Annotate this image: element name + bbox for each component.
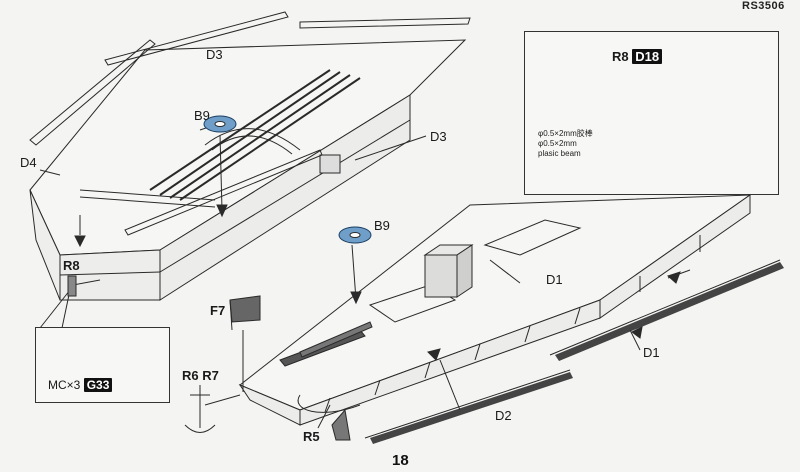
inset-rod-text: MC×3 [48,378,81,392]
inset-rod-label: MC×3 G33 [48,378,113,392]
label-r6r7: R6 R7 [182,368,219,383]
inset-badge: D18 [632,49,663,64]
catwalk-rails [29,11,471,236]
main-hull [238,194,752,426]
inset-rod-badge: G33 [83,378,113,392]
r6r7-anchor-part [184,385,216,433]
label-r5: R5 [303,429,320,444]
inset-note-line1: φ0.5×2mm胶棒 [538,129,593,138]
rail-strips [364,259,784,444]
label-d1-right: D1 [643,345,660,360]
label-b9-mid: B9 [374,218,390,233]
label-d4: D4 [20,155,37,170]
label-r8-left: R8 [63,258,80,273]
inset-part-label: R8 D18 [612,49,663,64]
r5-part [331,408,351,441]
label-d3-right: D3 [430,129,447,144]
label-b9-top: B9 [194,108,210,123]
inset-note-line3: plasic beam [538,149,581,158]
r8-small-part [67,275,77,297]
label-d2: D2 [495,408,512,423]
inset-note-line2: φ0.5×2mm [538,139,577,148]
leader-lines [39,119,691,429]
header-code: RS3506 [742,0,785,12]
direction-arrows [74,204,681,361]
label-d3-top: D3 [206,47,223,62]
label-d1-mid: D1 [546,272,563,287]
f7-flag-part [229,295,261,331]
b9-highlight-parts [203,115,372,244]
label-f7: F7 [210,303,226,318]
inset-note: φ0.5×2mm胶棒 φ0.5×2mm plasic beam [538,129,593,159]
inset-part-code: R8 [612,49,629,64]
page-number: 18 [392,452,409,469]
